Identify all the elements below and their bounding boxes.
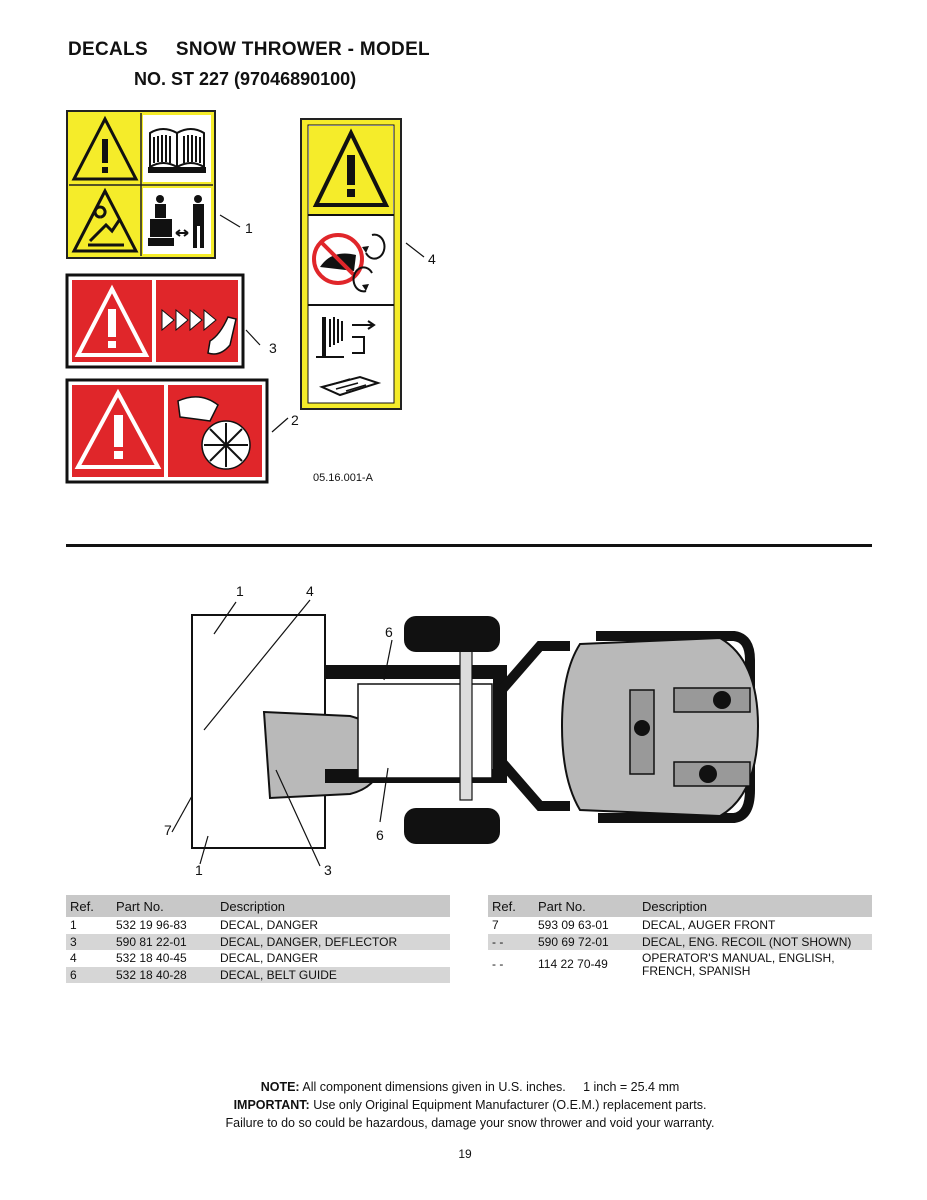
page-title: DECALS SNOW THROWER - MODEL [68,40,430,59]
cell-ref: - - [488,933,534,951]
decal-2 [65,378,269,484]
cell-description: DECAL, BELT GUIDE [216,966,450,984]
machine-callout-3: 3 [324,862,332,878]
header-ref: Ref. [66,895,112,917]
parts-table-left: Ref. Part No. Description 1 532 19 96-83… [66,895,450,984]
notes-block: NOTE: All component dimensions given in … [60,1078,880,1132]
table-header-row: Ref. Part No. Description [488,895,872,917]
tire-left [404,616,500,652]
header-part: Part No. [534,895,638,917]
note-line: NOTE: All component dimensions given in … [60,1078,880,1096]
cell-part: 114 22 70-49 [538,957,608,972]
hand-in-auger-icon [161,308,237,355]
cell-description: DECAL, AUGER FRONT [642,918,776,932]
page-number: 19 [458,1147,472,1161]
machine-callout-1-top: 1 [236,583,244,599]
table-row: 3 590 81 22-01 DECAL, DANGER, DEFLECTOR [66,933,450,951]
decal-callout-4: 4 [428,251,436,267]
no-hand-icon [312,233,364,285]
impeller-hand-icon [177,396,251,470]
cell-part: 532 19 96-83 [116,918,187,932]
warning-triangle-icon [312,128,390,207]
machine-callout-4: 4 [306,583,314,599]
cell-description: OPERATOR'S MANUAL, ENGLISH, FRENCH, SPAN… [642,951,835,978]
decals-figure [65,110,425,484]
cell-ref: 4 [70,951,77,966]
machine-callout-1-bottom: 1 [195,862,203,878]
table-row: - - 590 69 72-01 DECAL, ENG. RECOIL (NOT… [488,933,872,951]
page-subtitle: NO. ST 227 (97046890100) [134,69,357,89]
cell-part: 590 69 72-01 [534,933,638,951]
machine-callout-6-top: 6 [385,624,393,640]
cell-ref: 1 [70,918,77,932]
decal-4 [300,118,402,410]
title-decals: DECALS [68,39,148,60]
table-row: 6 532 18 40-28 DECAL, BELT GUIDE [66,966,450,984]
header-description: Description [216,895,450,917]
decal-callout-1: 1 [245,220,253,236]
warning-triangle-icon [71,115,139,181]
important-label: IMPORTANT: [233,1098,310,1112]
decal-3 [65,273,245,369]
cell-description: DECAL, DANGER, DEFLECTOR [216,933,450,951]
header-part: Part No. [112,895,216,917]
figure-code: 05.16.001-A [313,472,373,484]
warning-triangle-icon [74,388,162,469]
title-model: SNOW THROWER - MODEL [175,39,430,60]
manual-book-icon [318,375,382,397]
cell-part: 532 18 40-28 [112,966,216,984]
decal-callout-3: 3 [269,340,277,356]
machine-callout-7: 7 [164,822,172,838]
cell-ref: 3 [66,933,112,951]
warranty-line: Failure to do so could be hazardous, dam… [225,1116,715,1130]
cell-part: 532 18 40-45 [116,951,187,966]
cell-ref: 6 [66,966,112,984]
note-label: NOTE: [260,1080,300,1094]
warning-triangle-icon [74,284,150,357]
cell-part: 593 09 63-01 [538,918,609,932]
cell-part: 590 81 22-01 [112,933,216,951]
machine-diagram [171,599,760,867]
important-line: IMPORTANT: Use only Original Equipment M… [60,1096,880,1114]
machine-callout-6-bottom: 6 [376,827,384,843]
cell-description: DECAL, DANGER [220,918,319,932]
warning-triangle-icon [71,187,139,253]
section-divider [66,544,872,547]
parts-table-right: Ref. Part No. Description 7 593 09 63-01… [488,895,872,979]
header-description: Description [638,895,872,917]
note-text: All component dimensions given in U.S. i… [302,1080,680,1094]
manual-book-icon [148,128,206,173]
tire-right [404,808,500,844]
cell-ref: 7 [492,918,499,932]
table-header-row: Ref. Part No. Description [66,895,450,917]
decal-callout-2: 2 [291,412,299,428]
recoil-arrows-icon [352,233,386,293]
important-text: Use only Original Equipment Manufacturer… [313,1098,707,1112]
table-row: - - 114 22 70-49 OPERATOR'S MANUAL, ENGL… [488,950,872,979]
bystander-distance-icon [148,195,204,248]
cleanout-tool-icon [316,317,376,358]
cell-description: DECAL, ENG. RECOIL (NOT SHOWN) [638,933,872,951]
engine [560,636,760,818]
table-row: 4 532 18 40-45 DECAL, DANGER [66,950,450,967]
table-row: 1 532 19 96-83 DECAL, DANGER [66,917,450,934]
table-row: 7 593 09 63-01 DECAL, AUGER FRONT [488,917,872,934]
decal-1 [66,110,216,259]
header-ref: Ref. [488,895,534,917]
cell-description: DECAL, DANGER [220,951,319,966]
cell-ref: - - [492,957,504,972]
